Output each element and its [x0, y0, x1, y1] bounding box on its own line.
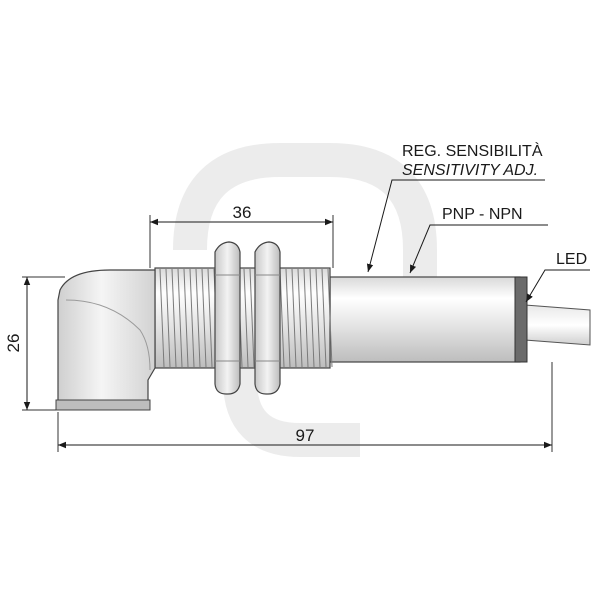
thread-line: [315, 268, 321, 368]
nut-left: [214, 241, 241, 395]
thread-line: [249, 268, 255, 368]
dimension-36-label: 36: [233, 203, 252, 222]
thread-line: [285, 268, 291, 368]
thread-line: [165, 268, 171, 368]
cable: [524, 304, 591, 346]
thread-line: [159, 268, 165, 368]
callout-output: PNP - NPN: [409, 206, 548, 274]
thread-line: [327, 268, 333, 368]
thread-line: [177, 268, 183, 368]
thread-line: [195, 268, 201, 368]
thread-line: [297, 268, 303, 368]
sensitivity-label-en: SENSITIVITY ADJ.: [402, 162, 538, 179]
dimension-97-label: 97: [296, 426, 315, 445]
dimension-97: 97: [58, 426, 552, 449]
threaded-section: [154, 267, 333, 369]
thread-line: [279, 268, 285, 368]
callout-sensitivity: REG. SENSIBILITÀ SENSITIVITY ADJ.: [366, 141, 545, 273]
thread-line: [171, 268, 177, 368]
thread-line: [201, 268, 207, 368]
sensitivity-label-it: REG. SENSIBILITÀ: [402, 141, 543, 160]
thread-line: [291, 268, 297, 368]
thread-line: [303, 268, 309, 368]
dimension-26-label: 26: [4, 334, 23, 353]
callout-led: LED: [525, 251, 590, 303]
dimension-26: 26: [4, 277, 31, 410]
thread-line: [207, 268, 213, 368]
output-label: PNP - NPN: [442, 206, 523, 223]
thread-line: [309, 268, 315, 368]
sensor-barrel: [329, 276, 521, 363]
nut-right: [254, 241, 281, 395]
thread-line: [243, 268, 249, 368]
angled-head: [55, 269, 156, 411]
thread-line: [321, 268, 327, 368]
led-ring: [514, 276, 528, 363]
thread-line: [189, 268, 195, 368]
led-label: LED: [556, 251, 587, 268]
dimension-36: 36: [150, 203, 333, 226]
thread-line: [183, 268, 189, 368]
